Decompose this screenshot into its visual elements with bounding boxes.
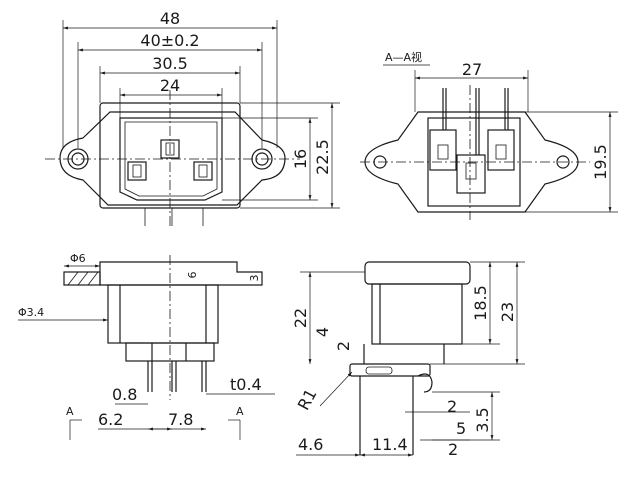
end-cap xyxy=(364,261,471,285)
dim-6-2: 6.2 xyxy=(98,410,123,429)
dim-r1: R1 xyxy=(294,386,321,414)
end-plate xyxy=(349,363,431,377)
section-right-hole xyxy=(556,155,570,169)
dim-3: 3 xyxy=(248,275,261,282)
front-view: 48 40±0.2 30.5 24 16 22.5 xyxy=(45,9,340,228)
end-view: 18.5 23 22 4 2 R1 2 5 2 3.5 4.6 11.4 xyxy=(291,261,525,459)
dim-3-5: 3.5 xyxy=(473,407,492,432)
dim-4-6: 4.6 xyxy=(298,435,323,454)
section-mark-left: A xyxy=(66,405,74,418)
front-flange-outline xyxy=(59,111,286,206)
end-body xyxy=(371,283,463,345)
dim-40: 40±0.2 xyxy=(140,31,199,50)
side-base xyxy=(125,342,215,362)
dim-2-top: 2 xyxy=(334,341,353,351)
dim-phi6: Φ6 xyxy=(70,252,86,265)
side-flange-hatch xyxy=(63,271,101,286)
section-mark-right: A xyxy=(236,405,244,418)
dim-0-8: 0.8 xyxy=(112,385,137,404)
side-flange xyxy=(99,261,263,286)
dim-6: 6 xyxy=(186,272,199,279)
dim-16: 16 xyxy=(291,149,310,169)
side-body xyxy=(107,284,219,344)
dim-22-5: 22.5 xyxy=(313,139,332,175)
dim-48: 48 xyxy=(160,9,180,28)
dim-19-5: 19.5 xyxy=(591,144,610,180)
section-view: A—A视 27 19.5 xyxy=(360,50,618,220)
dim-22: 22 xyxy=(291,308,310,328)
front-contact-right xyxy=(193,161,213,181)
dim-7-8: 7.8 xyxy=(168,410,193,429)
side-view: Φ6 Φ3.4 6 3 0.8 t0.4 6.2 7.8 A A xyxy=(18,252,275,440)
dim-27: 27 xyxy=(462,60,482,79)
dim-23: 23 xyxy=(498,302,517,322)
dim-t0-4: t0.4 xyxy=(230,375,262,394)
dim-11-4: 11.4 xyxy=(372,435,408,454)
front-contact-left xyxy=(127,161,147,181)
dim-4: 4 xyxy=(313,327,332,337)
dim-18-5: 18.5 xyxy=(471,285,490,321)
dim-5: 5 xyxy=(456,419,466,438)
section-label: A—A视 xyxy=(385,50,422,64)
front-inlet-inner xyxy=(124,121,218,197)
dim-2-low: 2 xyxy=(448,440,458,459)
dim-30-5: 30.5 xyxy=(152,54,188,73)
dim-24: 24 xyxy=(160,76,180,95)
dim-phi3-4: Φ3.4 xyxy=(18,306,44,319)
dim-2-mid: 2 xyxy=(447,397,457,416)
